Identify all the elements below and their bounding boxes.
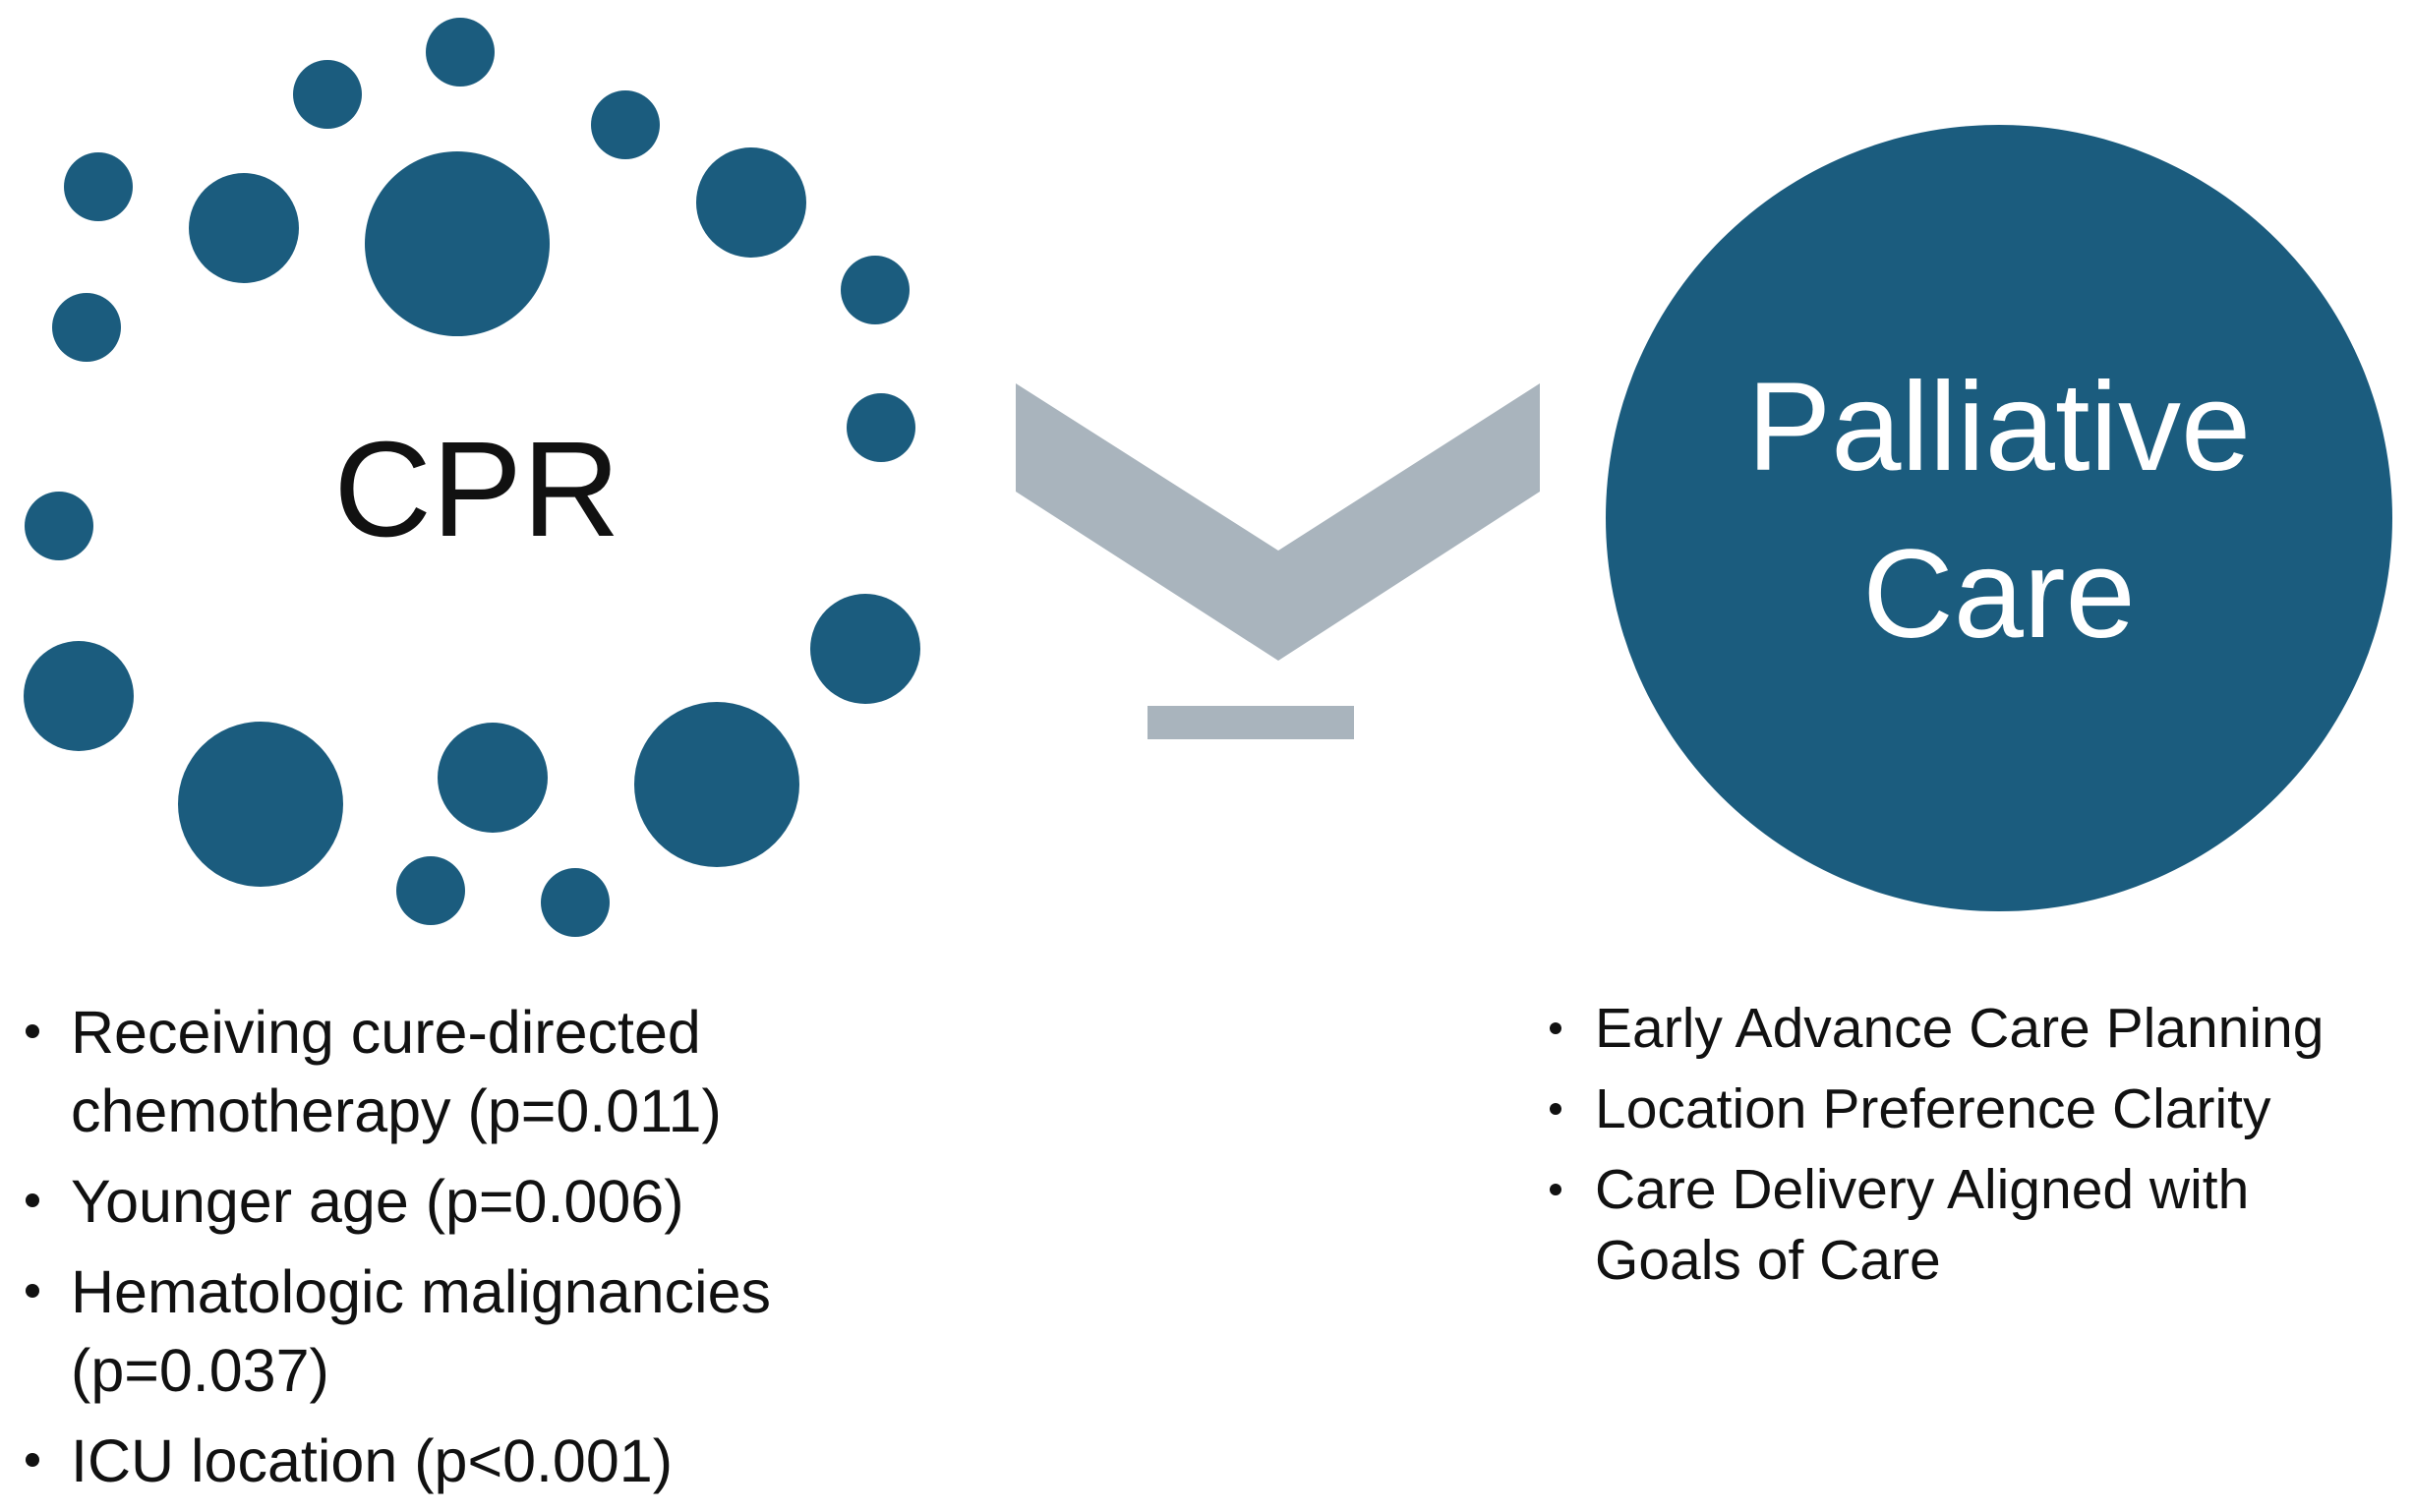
ring-dot: [426, 18, 495, 87]
ring-dot: [293, 60, 362, 129]
ring-dot: [396, 856, 465, 925]
ring-dot: [810, 594, 920, 704]
ring-dot: [189, 173, 299, 283]
cpr-dot-ring: [24, 18, 920, 937]
ring-dot: [841, 256, 910, 324]
ring-dot: [696, 147, 806, 258]
cpr-factor-item: ICU location (p<0.001): [18, 1422, 903, 1500]
symbol-underline-bar: [1148, 706, 1354, 739]
cpr-factor-list: Receiving cure-directed chemotherapy (p=…: [18, 993, 903, 1512]
palliative-care-label-line1: Palliative: [1747, 357, 2251, 497]
ring-dot: [365, 151, 550, 336]
cpr-factor-item: Hematologic malignancies (p=0.037): [18, 1252, 903, 1410]
palliative-care-benefit-item: Early Advance Care Planning: [1542, 993, 2407, 1064]
chevron-down-shape: [1016, 383, 1540, 661]
ring-dot: [178, 722, 343, 887]
ring-dot: [634, 702, 799, 867]
ring-dot: [24, 641, 134, 751]
ring-dot: [25, 492, 93, 560]
ring-dot: [52, 293, 121, 362]
cpr-factor-item: Receiving cure-directed chemotherapy (p=…: [18, 993, 903, 1150]
palliative-care-benefit-item: Location Preference Clarity: [1542, 1074, 2407, 1144]
palliative-care-benefit-list: Early Advance Care Planning Location Pre…: [1542, 993, 2407, 1306]
ring-dot: [847, 393, 915, 462]
palliative-care-circle: [1606, 125, 2392, 911]
cpr-label: CPR: [333, 414, 619, 565]
palliative-care-benefit-item: Care Delivery Aligned with Goals of Care: [1542, 1154, 2407, 1296]
comparison-symbol: [1016, 383, 1540, 739]
ring-dot: [438, 723, 548, 833]
cpr-factor-item: Younger age (p=0.006): [18, 1162, 903, 1241]
ring-dot: [64, 152, 133, 221]
ring-dot: [541, 868, 610, 937]
palliative-care-label-line2: Care: [1862, 524, 2135, 665]
ring-dot: [591, 90, 660, 159]
